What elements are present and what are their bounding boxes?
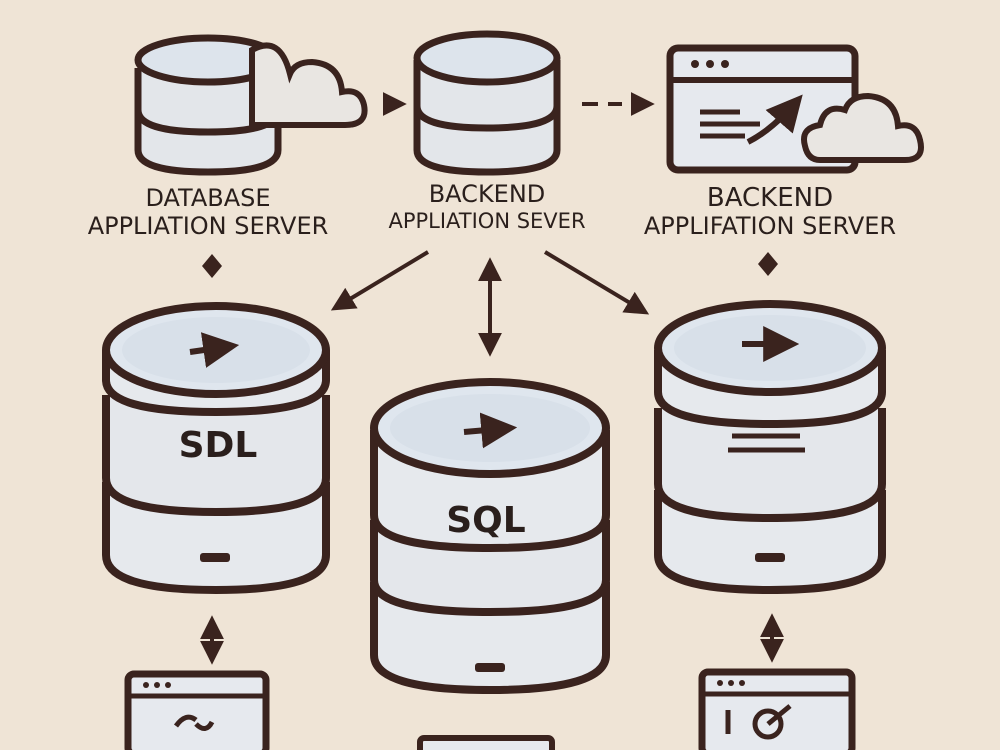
- right-database-icon: [654, 300, 886, 595]
- arrow-center-to-left: [330, 250, 430, 311]
- bottom-left-browser-window-icon: [124, 670, 270, 750]
- center-database-icon: [370, 378, 610, 695]
- bottom-center-document-icon: [417, 735, 555, 750]
- left-database-icon: [102, 302, 330, 595]
- top-right-cloud-icon: [801, 92, 924, 163]
- top-left-cloud-icon: [249, 42, 368, 128]
- top-right-label-line1: BACKEND: [707, 183, 833, 213]
- top-left-database-icon: [134, 34, 282, 176]
- top-center-label-line1: BACKEND: [429, 180, 546, 208]
- top-left-label-line2: APPLIATION SERVER: [88, 212, 329, 240]
- top-right-label-line2: APPLIFATION SERVER: [644, 212, 896, 240]
- top-center-label-line2: APPLIATION SEVER: [388, 209, 585, 233]
- bottom-right-browser-window-icon: [698, 668, 856, 750]
- top-left-label-line1: DATABASE: [145, 184, 270, 212]
- left-database-label: SDL: [179, 425, 258, 466]
- center-database-label: SQL: [446, 500, 525, 541]
- diamond-marker-left: [202, 254, 222, 278]
- top-center-database-icon: [413, 30, 561, 176]
- diamond-marker-right: [758, 252, 778, 276]
- arrow-center-to-right: [543, 250, 650, 315]
